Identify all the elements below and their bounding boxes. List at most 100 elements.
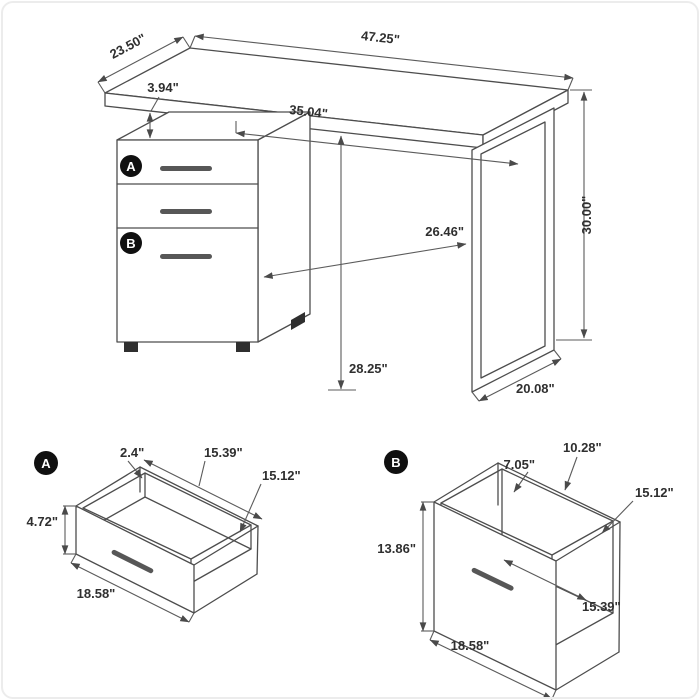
- extension-line: [70, 553, 77, 564]
- drawer-b-handle: [471, 567, 514, 591]
- knee-clearance-label: 26.46": [425, 224, 464, 239]
- edge: [193, 525, 259, 566]
- b-back-inset-label: 7.05": [504, 457, 535, 472]
- extension-line: [97, 81, 106, 94]
- b-front-height-label: 13.86": [377, 541, 416, 556]
- badge-b-detail-label: B: [391, 455, 400, 470]
- pedestal-foot: [124, 342, 138, 352]
- drawer-a-inner-opening: [82, 472, 252, 560]
- drawer-handle: [160, 209, 212, 214]
- dim-leg-base-depth: 20.08": [471, 349, 562, 402]
- edge: [433, 462, 499, 503]
- leg-base-depth-label: 20.08": [516, 381, 555, 396]
- edge: [555, 521, 621, 562]
- a-back-height-label: 2.4": [120, 445, 144, 460]
- dim-b-front-width: 18.58": [429, 630, 557, 700]
- dim-overall-height: 30.00": [556, 89, 594, 341]
- badge-a-detail: A: [34, 451, 58, 475]
- a-front-height-label: 4.72": [27, 514, 58, 529]
- dim-top-gap: 3.94": [146, 80, 179, 139]
- badge-b-label: B: [126, 236, 135, 251]
- dimension-line: [194, 33, 574, 81]
- edge: [193, 573, 258, 614]
- dim-a-front-width: 18.58": [70, 553, 195, 623]
- extension-line: [551, 689, 557, 700]
- dimension-line: [478, 358, 562, 402]
- drawer-b-detail-view: B 13.86" 18.58" 10.28": [377, 440, 674, 700]
- extension-line: [429, 630, 435, 641]
- badge-b: B: [120, 232, 142, 254]
- pedestal-foot: [291, 312, 305, 330]
- dimension-line: [503, 559, 587, 601]
- dim-a-side-depth: 15.12": [239, 468, 301, 533]
- dim-b-back-inset: 7.05": [504, 457, 535, 493]
- badge-b-detail-circle: [384, 450, 408, 474]
- drawer-a-detail-view: A 4.72" 18.58" 15.39": [27, 445, 301, 623]
- under-top-span-label: 35.04": [288, 102, 328, 121]
- dim-under-top-span: 35.04": [235, 102, 519, 167]
- dim-a-top-width: 15.39": [143, 445, 263, 520]
- dim-a-front-height: 4.72": [27, 505, 76, 555]
- extension-line: [553, 349, 562, 360]
- dim-a-back-height: 2.4": [120, 445, 144, 479]
- dimension-line: [429, 639, 553, 700]
- leader-line: [239, 483, 262, 533]
- a-top-width-label: 15.39": [204, 445, 243, 460]
- dim-b-top-depth: 10.28": [563, 440, 602, 491]
- dim-desk-width: 47.25": [189, 28, 574, 91]
- badge-a: A: [120, 155, 142, 177]
- dimension-line: [70, 562, 190, 623]
- extension-line: [182, 36, 191, 49]
- b-bottom-width-label: 15.39": [582, 599, 621, 614]
- extension-line: [567, 77, 574, 91]
- edge: [256, 525, 259, 575]
- top-gap-label: 3.94": [147, 80, 178, 95]
- a-front-width-label: 18.58": [77, 586, 116, 601]
- extension-line: [471, 391, 480, 402]
- drawer-handle: [160, 254, 212, 259]
- leader-line: [198, 460, 206, 487]
- pedestal-side-face: [257, 111, 311, 343]
- dim-floor-to-underside: 28.25": [328, 135, 388, 391]
- drawer-pedestal: [116, 111, 311, 352]
- dim-b-bottom-width: 15.39": [503, 559, 621, 614]
- desk-depth-label: 23.50": [107, 30, 148, 61]
- edge: [497, 462, 621, 523]
- edge: [618, 521, 621, 653]
- badge-a-label: A: [126, 159, 136, 174]
- badge-a-detail-circle: [34, 451, 58, 475]
- leader-line: [601, 500, 634, 534]
- extension-line: [189, 35, 196, 49]
- leader-line: [150, 96, 160, 112]
- drawer-handle: [160, 166, 212, 171]
- dimension-line: [235, 130, 519, 167]
- badge-a-circle: [120, 155, 142, 177]
- badge-a-detail-label: A: [41, 456, 51, 471]
- edge: [75, 466, 141, 507]
- drawer-b-front-panel: [433, 501, 557, 691]
- dim-b-front-height: 13.86": [377, 501, 434, 632]
- leader-line: [564, 456, 578, 491]
- b-top-depth-label: 10.28": [563, 440, 602, 455]
- desk-width-label: 47.25": [360, 28, 400, 47]
- leader-line: [127, 460, 143, 479]
- b-side-depth-label: 15.12": [635, 485, 674, 500]
- dimension-line: [143, 459, 263, 520]
- right-leg-frame: [471, 107, 555, 393]
- dim-knee-clearance: 26.46": [263, 224, 467, 279]
- b-front-width-label: 18.58": [451, 638, 490, 653]
- dimension-line: [97, 36, 184, 83]
- desk-assembly-view: A B 47.25" 23.50": [97, 28, 594, 402]
- badge-b-detail: B: [384, 450, 408, 474]
- leader-line: [513, 471, 529, 493]
- a-side-depth-label: 15.12": [262, 468, 301, 483]
- extension-line: [188, 612, 195, 623]
- dimension-line: [263, 242, 467, 279]
- badge-b-circle: [120, 232, 142, 254]
- pedestal-front-face: [116, 139, 259, 343]
- floor-to-underside-label: 28.25": [349, 361, 388, 376]
- overall-height-label: 30.00": [579, 196, 594, 235]
- pedestal-foot: [236, 342, 250, 352]
